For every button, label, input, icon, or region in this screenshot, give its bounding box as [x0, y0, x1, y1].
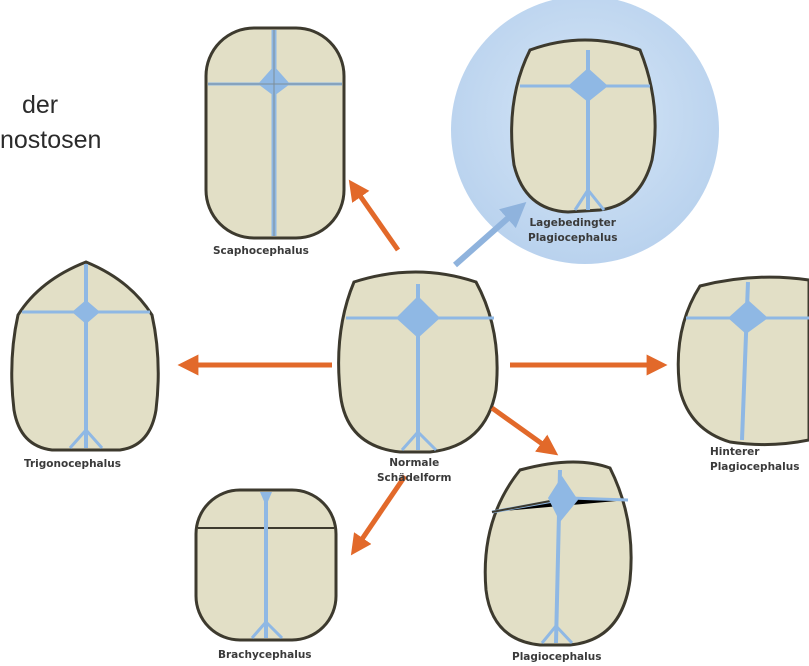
label-hinterer-plagiocephalus: Hinterer Plagiocephalus — [710, 445, 799, 475]
arrow-to-scaphocephalus — [356, 190, 398, 250]
label-plagiocephalus: Plagiocephalus — [512, 650, 601, 665]
skull-normal — [339, 272, 498, 452]
heading-text: der nostosen — [0, 88, 101, 158]
label-scaphocephalus: Scaphocephalus — [213, 244, 309, 259]
skull-brachycephalus — [196, 490, 336, 640]
label-brachycephalus: Brachycephalus — [218, 648, 312, 663]
skull-hinterer-plagiocephalus — [678, 277, 809, 444]
heading-line-1: der — [0, 88, 101, 123]
arrow-to-lagebedingter — [455, 212, 515, 265]
arrow-to-plagiocephalus — [492, 408, 548, 448]
arrow-to-brachycephalus — [358, 476, 405, 545]
skull-trigonocephalus — [12, 262, 159, 450]
heading-line-2: nostosen — [0, 123, 101, 158]
skull-plagiocephalus — [485, 462, 631, 645]
skull-scaphocephalus — [206, 28, 344, 238]
label-lagebedingter-plagiocephalus: Lagebedingter Plagiocephalus — [528, 216, 617, 246]
label-trigonocephalus: Trigonocephalus — [24, 457, 121, 472]
label-normale-schaedelform: Normale Schädelform — [377, 456, 451, 486]
skull-lagebedingter-plagiocephalus — [512, 40, 656, 212]
